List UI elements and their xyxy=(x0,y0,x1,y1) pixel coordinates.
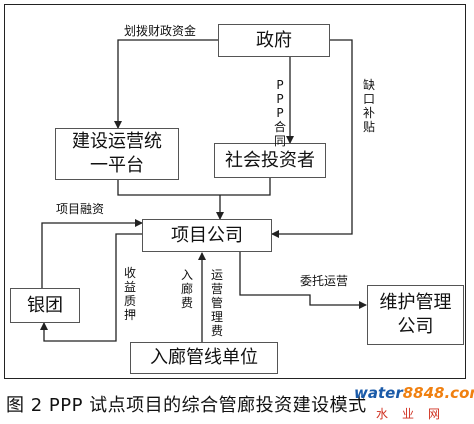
label-entrusted-operation: 委托运营 xyxy=(300,274,349,288)
node-investor: 社会投资者 xyxy=(214,143,326,178)
node-maintenance-label: 维护管理 公司 xyxy=(379,292,452,337)
node-project-company: 项目公司 xyxy=(142,219,272,252)
node-maintenance: 维护管理 公司 xyxy=(367,285,464,345)
node-platform: 建设运营统 一平台 xyxy=(55,128,179,180)
watermark-sub: 水业网 xyxy=(376,407,455,421)
watermark-brand-suffix: 8848.com xyxy=(402,384,474,402)
watermark-logo: water8848.com xyxy=(354,384,474,402)
node-bank-label: 银团 xyxy=(27,294,63,316)
figure-caption: 图 2 PPP 试点项目的综合管廊投资建设模式 xyxy=(6,395,367,416)
edge-fund-allocation xyxy=(114,39,218,129)
watermark-brand-prefix: water xyxy=(354,384,403,402)
edge-entrusted-operation xyxy=(239,250,367,309)
node-project-company-label: 项目公司 xyxy=(171,224,243,246)
node-platform-label: 建设运营统 一平台 xyxy=(72,131,162,176)
node-bank: 银团 xyxy=(10,288,80,323)
edge-gap-subsidy xyxy=(271,39,353,238)
edge-platform-join xyxy=(117,180,220,196)
label-revenue-pledge: 收益质押 xyxy=(123,266,136,322)
label-project-financing: 项目融资 xyxy=(56,202,105,216)
node-investor-label: 社会投资者 xyxy=(225,149,315,171)
node-pipeline-unit-label: 入廊管线单位 xyxy=(150,347,258,368)
node-government-label: 政府 xyxy=(256,29,292,51)
label-fund-allocation: 划拨财政资金 xyxy=(124,24,197,38)
edge-investor-join xyxy=(220,178,271,196)
edge-revenue-pledge xyxy=(40,233,142,342)
label-gap-subsidy: 缺口补贴 xyxy=(362,78,375,134)
label-ppp-contract: PPP合同 xyxy=(273,78,286,148)
node-pipeline-unit: 入廊管线单位 xyxy=(130,342,278,374)
label-om-fee: 运营管理费 xyxy=(210,268,223,338)
label-entry-fee: 入廊费 xyxy=(180,268,193,310)
node-government: 政府 xyxy=(218,24,330,57)
edge-project-financing xyxy=(41,219,143,288)
diagram-frame xyxy=(4,4,466,379)
